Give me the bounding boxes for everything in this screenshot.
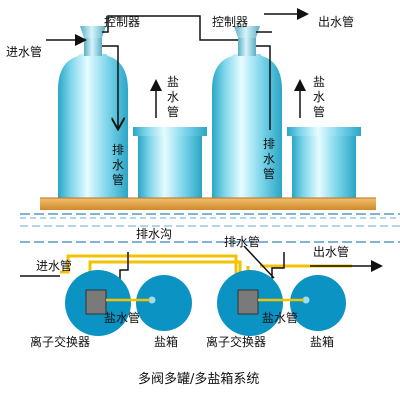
right-controller-valve <box>234 26 260 56</box>
drain-ditch <box>20 225 400 243</box>
left-controller-valve <box>80 26 106 56</box>
ion-exchanger-label-left: 离子交换器 <box>30 334 90 349</box>
right-drain-pipe <box>256 45 271 130</box>
salt-box-label-left: 盐箱 <box>154 334 178 349</box>
diagram-caption: 多阀多罐/多盐箱系统 <box>138 371 259 387</box>
floor-platform <box>20 197 400 219</box>
salt-box-left-plan <box>136 275 192 331</box>
brine-pipe-label-plan-right: 盐水管 <box>262 310 298 325</box>
controller-label-left: 控制器 <box>104 15 140 29</box>
brine-pipe-label-plan-left: 盐水管 <box>104 310 140 325</box>
salt-box-label-right: 盐箱 <box>310 334 334 349</box>
outlet-pipe-top <box>102 8 309 41</box>
right-pressure-tank <box>212 54 282 198</box>
ion-exchanger-right-plan <box>217 270 283 336</box>
right-brine-tank <box>287 127 361 198</box>
outlet-label-plan: 出水管 <box>313 244 349 259</box>
outlet-label-top: 出水管 <box>318 14 354 29</box>
ion-exchanger-left-plan <box>65 270 131 336</box>
left-brine-tank <box>133 127 207 198</box>
left-pressure-tank <box>58 54 128 198</box>
brine-pipe-label-right: 盐水管 <box>313 75 325 119</box>
brine-pipe-label-left: 盐水管 <box>167 75 179 119</box>
ion-exchanger-label-right: 离子交换器 <box>206 334 266 349</box>
inlet-label-plan: 进水管 <box>36 258 72 273</box>
drain-pipe-label-plan: 排水管 <box>224 234 260 249</box>
salt-box-right-plan <box>290 275 346 331</box>
left-drain-pipe <box>102 45 118 128</box>
drain-pipe-label-right: 排水管 <box>263 137 275 181</box>
inlet-label-top: 进水管 <box>6 44 42 59</box>
drain-ditch-label: 排水沟 <box>136 227 172 241</box>
controller-label-right: 控制器 <box>212 15 248 29</box>
drain-pipe-label-left: 排水管 <box>112 143 124 187</box>
